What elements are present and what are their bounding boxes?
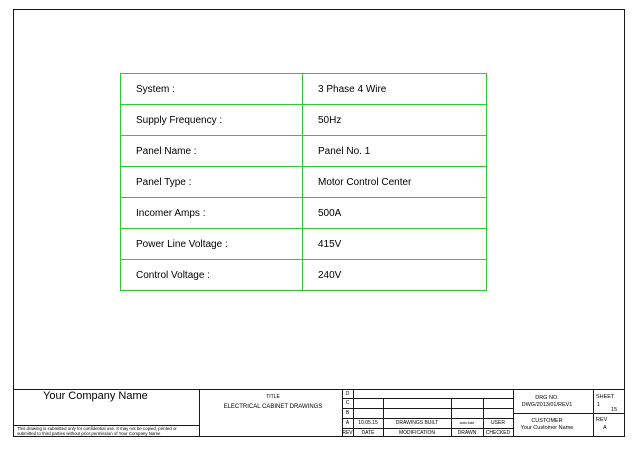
title-block-divider [199, 390, 200, 437]
sheet-total: 15 [611, 407, 618, 413]
title-block-divider [513, 413, 625, 414]
title-label: TITLE [266, 394, 280, 400]
spec-value: 500A [302, 197, 487, 229]
revision-header-drawn: DRAWN [457, 430, 477, 436]
revision-value: A [603, 425, 607, 431]
revision-header-date: DATE [361, 430, 375, 436]
drawing-sheet-border [13, 9, 625, 437]
spec-value: 50Hz [302, 104, 487, 136]
title-block-divider [483, 398, 484, 437]
title-block-divider [383, 398, 384, 437]
title-block-divider [342, 428, 513, 429]
spec-label: Incomer Amps : [120, 197, 303, 229]
sheet-number: 1 [597, 402, 601, 408]
revision-header-modification: MODIFICATION [398, 430, 435, 436]
spec-row: Incomer Amps :500A [120, 197, 487, 229]
spec-row: Supply Frequency :50Hz [120, 104, 487, 136]
confidentiality-note: This drawing is submitted only for confi… [17, 426, 177, 437]
customer-name: Your Customer Name [520, 425, 574, 431]
spec-row: Power Line Voltage :415V [120, 228, 487, 260]
spec-label: Supply Frequency : [120, 104, 303, 136]
title-block-divider [342, 408, 513, 409]
title-block: Your Company Name This drawing is submit… [13, 389, 625, 437]
revision-cell-rev: C [345, 400, 350, 406]
spec-value: Motor Control Center [302, 166, 487, 198]
title-block-divider [342, 398, 513, 399]
spec-row: Panel Type :Motor Control Center [120, 166, 487, 198]
spec-row: Control Voltage :240V [120, 259, 487, 291]
title-block-divider [13, 425, 199, 426]
spec-row: Panel Name :Panel No. 1 [120, 135, 487, 167]
revision-cell-rev: D [345, 391, 350, 397]
spec-label: Control Voltage : [120, 259, 303, 291]
revision-cell-drawn: auto.fuse [459, 421, 475, 425]
spec-value: 415V [302, 228, 487, 260]
spec-label: Power Line Voltage : [120, 228, 303, 260]
revision-header-checked: CHECKED [485, 430, 511, 436]
customer-label: CUSTOMER [531, 418, 563, 424]
spec-label: Panel Type : [120, 166, 303, 198]
title-block-divider [353, 390, 354, 437]
spec-label: System : [120, 73, 303, 105]
revision-cell-date: 10.05.15 [358, 420, 378, 426]
spec-value: 3 Phase 4 Wire [302, 73, 487, 105]
drawing-number-label: DRG NO. [535, 395, 559, 401]
revision-cell-checked: USER [491, 420, 505, 426]
drawing-title: ELECTRICAL CABINET DRAWINGS [223, 404, 323, 410]
sheet-label: SHEET [596, 394, 615, 400]
title-block-divider [451, 398, 452, 437]
revision-label: REV [596, 417, 608, 423]
spec-value: Panel No. 1 [302, 135, 487, 167]
title-block-divider [342, 418, 513, 419]
spec-label: Panel Name : [120, 135, 303, 167]
drawing-number: DWG/2013/01/REV1 [521, 402, 573, 408]
company-name: Your Company Name [43, 390, 148, 402]
revision-header-rev: REV [342, 430, 353, 436]
revision-cell-rev: A [345, 420, 350, 426]
revision-cell-rev: B [345, 410, 350, 416]
spec-value: 240V [302, 259, 487, 291]
title-block-divider [342, 390, 343, 437]
revision-cell-modification: DRAWINGS BUILT [395, 420, 439, 426]
spec-row: System :3 Phase 4 Wire [120, 73, 487, 105]
